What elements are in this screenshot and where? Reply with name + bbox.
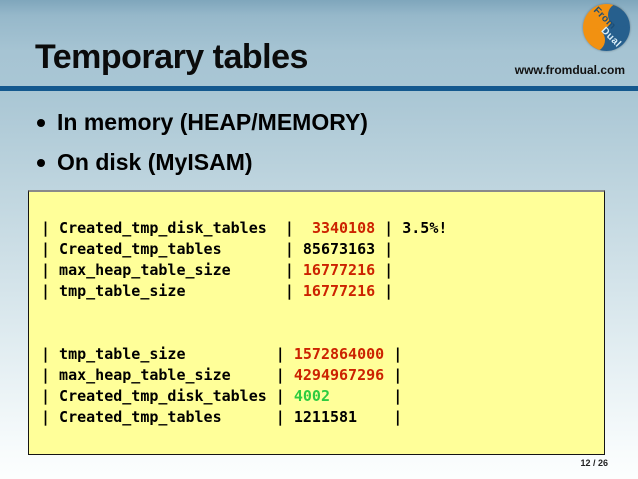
code-post: |: [357, 408, 403, 426]
bullet-dot-icon: [37, 118, 45, 127]
code-pre: | max_heap_table_size |: [41, 366, 294, 384]
code-line: | tmp_table_size | 1572864000 |: [41, 344, 604, 365]
bullet-item-on-disk: On disk (MyISAM): [37, 149, 368, 176]
slide-body: In memory (HEAP/MEMORY) On disk (MyISAM)…: [0, 91, 638, 479]
code-pre: | Created_tmp_tables |: [41, 408, 294, 426]
page-number: 12 / 26: [580, 458, 608, 468]
code-pre: | Created_tmp_tables |: [41, 240, 303, 258]
code-box: | Created_tmp_disk_tables | 3340108 | 3.…: [28, 190, 605, 455]
code-value: 4002: [293, 387, 330, 405]
code-pre: | tmp_table_size |: [41, 345, 294, 363]
code-value: 16777216: [302, 261, 376, 279]
code-line: | Created_tmp_tables | 85673163 |: [41, 239, 604, 260]
code-value: 85673163: [302, 240, 376, 258]
code-pre: | tmp_table_size |: [41, 282, 303, 300]
code-value: 4294967296: [293, 366, 385, 384]
code-value: 3340108: [311, 219, 376, 237]
code-line: | max_heap_table_size | 16777216 |: [41, 260, 604, 281]
website-url: www.fromdual.com: [514, 63, 625, 77]
code-post: |: [330, 387, 403, 405]
bullet-text: In memory (HEAP/MEMORY): [57, 109, 368, 135]
code-value: 1211581: [293, 408, 358, 426]
code-pre: | Created_tmp_disk_tables |: [41, 387, 294, 405]
page-title: Temporary tables: [35, 38, 308, 76]
fromdual-logo-icon: From Dual: [583, 4, 630, 51]
code-post: |: [375, 261, 394, 279]
header-divider: [0, 86, 638, 91]
code-post: |: [375, 282, 394, 300]
bullet-item-in-memory: In memory (HEAP/MEMORY): [37, 109, 368, 136]
code-pre: | max_heap_table_size |: [41, 261, 303, 279]
code-value: 1572864000: [293, 345, 385, 363]
code-line: | max_heap_table_size | 4294967296 |: [41, 365, 604, 386]
code-block-variables: | tmp_table_size | 1572864000 | | max_he…: [41, 344, 604, 428]
code-post: | 3.5%!: [375, 219, 448, 237]
bullet-list: In memory (HEAP/MEMORY) On disk (MyISAM): [37, 109, 368, 189]
bullet-dot-icon: [37, 158, 45, 167]
code-pre: | Created_tmp_disk_tables |: [41, 219, 312, 237]
code-post: |: [375, 240, 394, 258]
code-line: | Created_tmp_disk_tables | 3340108 | 3.…: [41, 218, 604, 239]
code-line: | tmp_table_size | 16777216 |: [41, 281, 604, 302]
code-line: | Created_tmp_disk_tables | 4002 |: [41, 386, 604, 407]
bullet-text: On disk (MyISAM): [57, 149, 253, 175]
code-post: |: [384, 345, 403, 363]
code-line: | Created_tmp_tables | 1211581 |: [41, 407, 604, 428]
code-block-status: | Created_tmp_disk_tables | 3340108 | 3.…: [41, 218, 604, 302]
code-value: 16777216: [302, 282, 376, 300]
code-post: |: [384, 366, 403, 384]
slide-header: Temporary tables From Dual www.fromdual.…: [0, 0, 638, 86]
